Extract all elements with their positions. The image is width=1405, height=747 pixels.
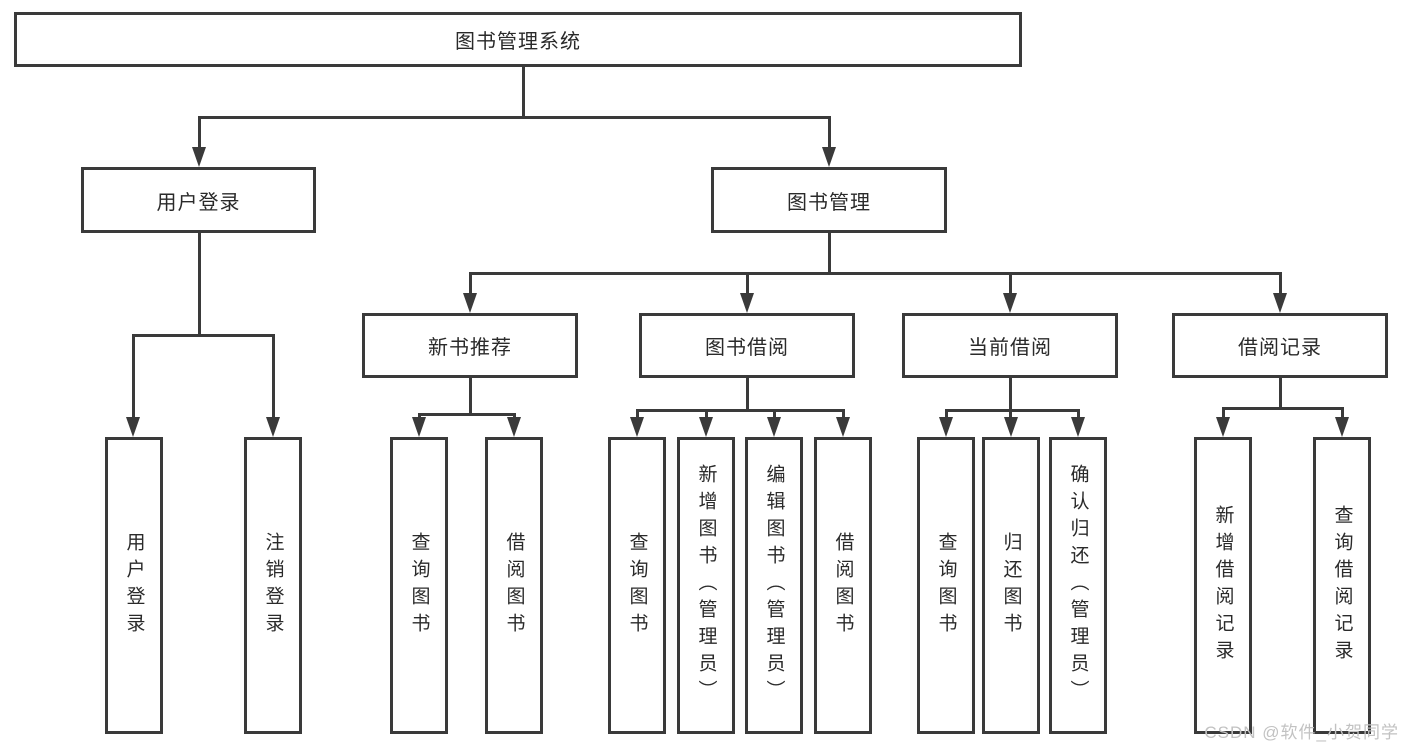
node-label: 新书推荐: [428, 337, 512, 359]
connector-line: [417, 412, 516, 416]
arrowhead: [822, 147, 836, 167]
connector-line: [1221, 406, 1225, 420]
connector-line: [772, 408, 776, 420]
node-current-borrow: 当前借阅: [902, 313, 1118, 378]
node-label: 当前借阅: [968, 337, 1052, 359]
arrowhead: [740, 293, 754, 313]
connector-line: [1221, 406, 1344, 410]
arrowhead: [1273, 293, 1287, 313]
connector-line: [1008, 271, 1012, 296]
connector-line: [197, 116, 831, 119]
arrowhead: [192, 147, 206, 167]
connector-line: [197, 233, 201, 335]
arrowhead: [1004, 417, 1018, 437]
leaf-recommend-query-book: 查询图书: [390, 437, 448, 734]
leaf-current-confirm-return-admin: 确认归还（管理员）: [1049, 437, 1107, 734]
arrowhead: [507, 417, 521, 437]
leaf-logout: 注销登录: [244, 437, 302, 734]
arrowhead: [939, 417, 953, 437]
arrowhead: [1071, 417, 1085, 437]
arrowhead: [836, 417, 850, 437]
connector-line: [1278, 378, 1282, 409]
connector-line: [131, 333, 135, 419]
connector-line: [468, 271, 472, 296]
csdn-watermark: CSDN @软件_小贺同学: [1204, 723, 1399, 742]
node-new-book-recommend: 新书推荐: [362, 313, 578, 378]
connector-line: [841, 408, 845, 420]
node-label: 图书借阅: [705, 337, 789, 359]
connector-line: [635, 408, 845, 412]
connector-line: [271, 333, 275, 419]
node-root-system: 图书管理系统: [14, 12, 1022, 67]
node-user-login: 用户登录: [81, 167, 316, 233]
node-book-borrow: 图书借阅: [639, 313, 855, 378]
connector-line: [468, 271, 1282, 275]
connector-line: [944, 408, 1080, 412]
connector-line: [197, 116, 201, 150]
connector-line: [745, 378, 749, 411]
connector-line: [521, 67, 525, 119]
connector-line: [512, 412, 516, 421]
arrowhead: [266, 417, 280, 437]
arrowhead: [699, 417, 713, 437]
node-borrow-record: 借阅记录: [1172, 313, 1388, 378]
node-label: 借阅记录: [1238, 337, 1322, 359]
connector-line: [1340, 406, 1344, 420]
arrowhead: [767, 417, 781, 437]
connector-line: [1076, 408, 1080, 420]
arrowhead: [463, 293, 477, 313]
leaf-record-add-record: 新增借阅记录: [1194, 437, 1252, 734]
leaf-borrow-edit-book-admin: 编辑图书（管理员）: [745, 437, 803, 734]
leaf-current-return-book: 归还图书: [982, 437, 1040, 734]
connector-line: [1008, 408, 1012, 420]
connector-line: [827, 116, 831, 150]
connector-line: [417, 412, 421, 421]
node-label: 用户登录: [156, 191, 241, 214]
leaf-recommend-borrow-book: 借阅图书: [485, 437, 543, 734]
node-label: 图书管理: [787, 191, 871, 214]
arrowhead: [126, 417, 140, 437]
leaf-current-query-book: 查询图书: [917, 437, 975, 734]
connector-line: [635, 408, 639, 420]
node-book-management: 图书管理: [711, 167, 947, 233]
arrowhead: [412, 417, 426, 437]
arrowhead: [1335, 417, 1349, 437]
connector-line: [131, 333, 275, 337]
connector-line: [745, 271, 749, 296]
connector-line: [1278, 271, 1282, 296]
leaf-borrow-query-book: 查询图书: [608, 437, 666, 734]
leaf-borrow-add-book-admin: 新增图书（管理员）: [677, 437, 735, 734]
connector-line: [1008, 378, 1012, 411]
arrowhead: [630, 417, 644, 437]
arrowhead: [1003, 293, 1017, 313]
node-label: 图书管理系统: [455, 31, 581, 53]
arrowhead: [1216, 417, 1230, 437]
connector-line: [827, 233, 831, 274]
leaf-record-query-record: 查询借阅记录: [1313, 437, 1371, 734]
connector-line: [468, 378, 472, 415]
connector-line: [944, 408, 948, 420]
leaf-borrow-borrow-book: 借阅图书: [814, 437, 872, 734]
leaf-user-login: 用户登录: [105, 437, 163, 734]
connector-line: [704, 408, 708, 420]
